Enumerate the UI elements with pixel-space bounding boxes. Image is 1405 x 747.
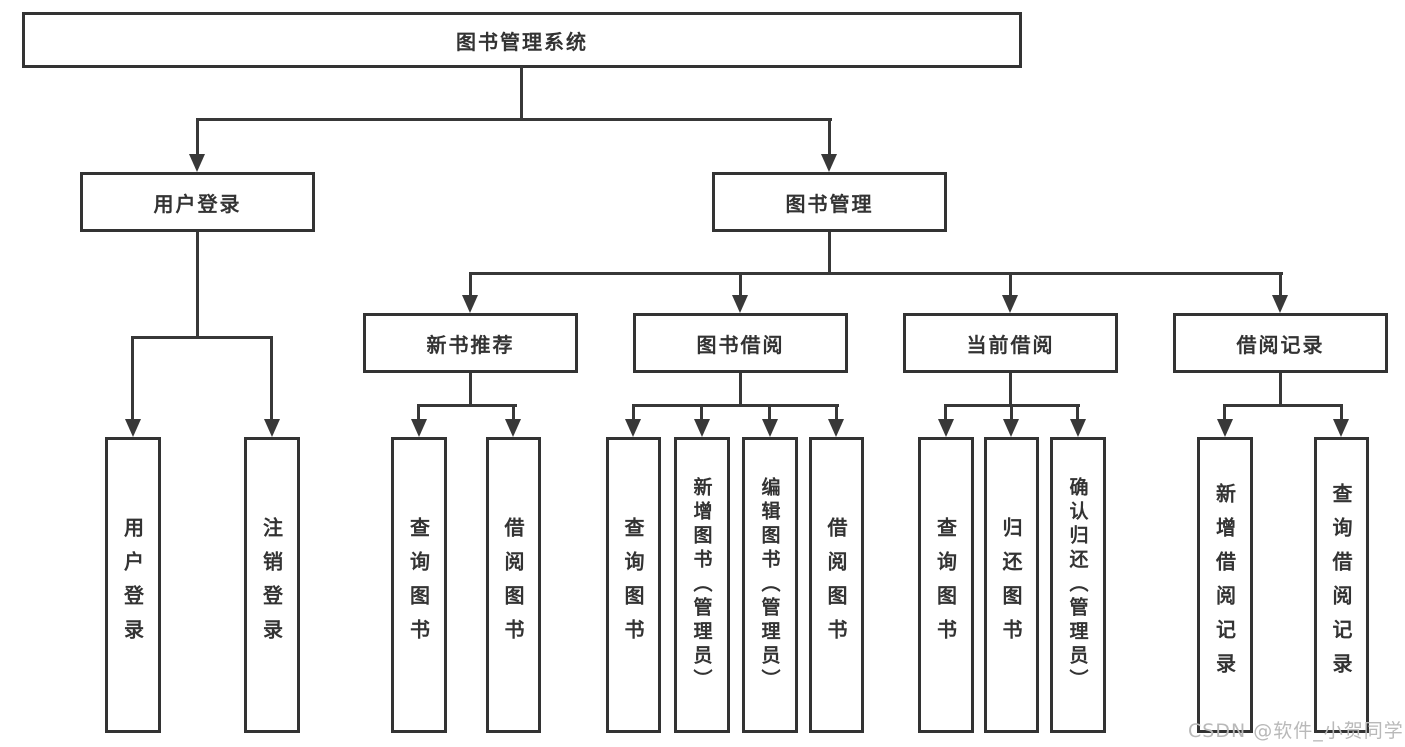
connector-line <box>270 339 273 421</box>
connector-line <box>131 339 134 421</box>
arrow-down-icon <box>938 419 954 437</box>
leaf-query-book-2: 查询图书 <box>606 437 661 733</box>
connector-line <box>1076 407 1079 421</box>
arrow-down-icon <box>625 419 641 437</box>
arrow-down-icon <box>505 419 521 437</box>
arrow-down-icon <box>1217 419 1233 437</box>
node-book-borrow: 图书借阅 <box>633 313 848 373</box>
connector-line <box>131 336 273 339</box>
connector-line <box>835 407 838 421</box>
leaf-confirm-return-admin: 确认归还（管理员） <box>1050 437 1106 733</box>
connector-line <box>520 66 523 120</box>
node-current-borrow: 当前借阅 <box>903 313 1118 373</box>
connector-line <box>1279 373 1282 407</box>
connector-line <box>469 275 472 297</box>
connector-line <box>944 407 947 421</box>
connector-line <box>512 407 515 421</box>
connector-line <box>700 407 703 421</box>
connector-line <box>1009 373 1012 407</box>
arrow-down-icon <box>732 295 748 313</box>
connector-line <box>739 373 742 407</box>
leaf-borrow-book-1: 借阅图书 <box>486 437 541 733</box>
arrow-down-icon <box>821 154 837 172</box>
connector-line <box>196 232 199 338</box>
connector-line <box>768 407 771 421</box>
node-user-login: 用户登录 <box>80 172 315 232</box>
connector-line <box>1223 407 1226 421</box>
arrow-down-icon <box>828 419 844 437</box>
node-borrow-record: 借阅记录 <box>1173 313 1388 373</box>
arrow-down-icon <box>264 419 280 437</box>
connector-line <box>417 407 420 421</box>
leaf-query-book-1: 查询图书 <box>391 437 447 733</box>
arrow-down-icon <box>462 295 478 313</box>
connector-line <box>469 272 1283 275</box>
leaf-edit-book-admin: 编辑图书（管理员） <box>742 437 798 733</box>
arrow-down-icon <box>762 419 778 437</box>
connector-line <box>632 407 635 421</box>
connector-line <box>1010 407 1013 421</box>
csdn-watermark: CSDN @软件_小贺同学 <box>1188 720 1404 742</box>
arrow-down-icon <box>694 419 710 437</box>
arrow-down-icon <box>125 419 141 437</box>
connector-line <box>1340 407 1343 421</box>
leaf-query-borrow-record: 查询借阅记录 <box>1314 437 1369 733</box>
connector-line <box>632 404 839 407</box>
node-new-book-recommend: 新书推荐 <box>363 313 578 373</box>
connector-line <box>1279 275 1282 297</box>
arrow-down-icon <box>1272 295 1288 313</box>
arrow-down-icon <box>1003 419 1019 437</box>
node-library-management-system: 图书管理系统 <box>22 12 1022 68</box>
leaf-borrow-book-2: 借阅图书 <box>809 437 864 733</box>
connector-line <box>196 118 832 121</box>
connector-line <box>196 121 199 156</box>
connector-line <box>469 373 472 407</box>
leaf-return-book: 归还图书 <box>984 437 1039 733</box>
connector-line <box>739 275 742 297</box>
connector-line <box>1009 275 1012 297</box>
connector-line <box>828 121 831 156</box>
node-book-management: 图书管理 <box>712 172 947 232</box>
arrow-down-icon <box>189 154 205 172</box>
connector-line <box>944 404 1080 407</box>
connector-line <box>417 404 517 407</box>
arrow-down-icon <box>411 419 427 437</box>
arrow-down-icon <box>1002 295 1018 313</box>
arrow-down-icon <box>1070 419 1086 437</box>
connector-line <box>1223 404 1343 407</box>
leaf-user-login: 用户登录 <box>105 437 161 733</box>
leaf-query-book-3: 查询图书 <box>918 437 974 733</box>
connector-line <box>828 232 831 275</box>
arrow-down-icon <box>1333 419 1349 437</box>
leaf-add-book-admin: 新增图书（管理员） <box>674 437 730 733</box>
leaf-add-borrow-record: 新增借阅记录 <box>1197 437 1253 733</box>
leaf-logout: 注销登录 <box>244 437 300 733</box>
